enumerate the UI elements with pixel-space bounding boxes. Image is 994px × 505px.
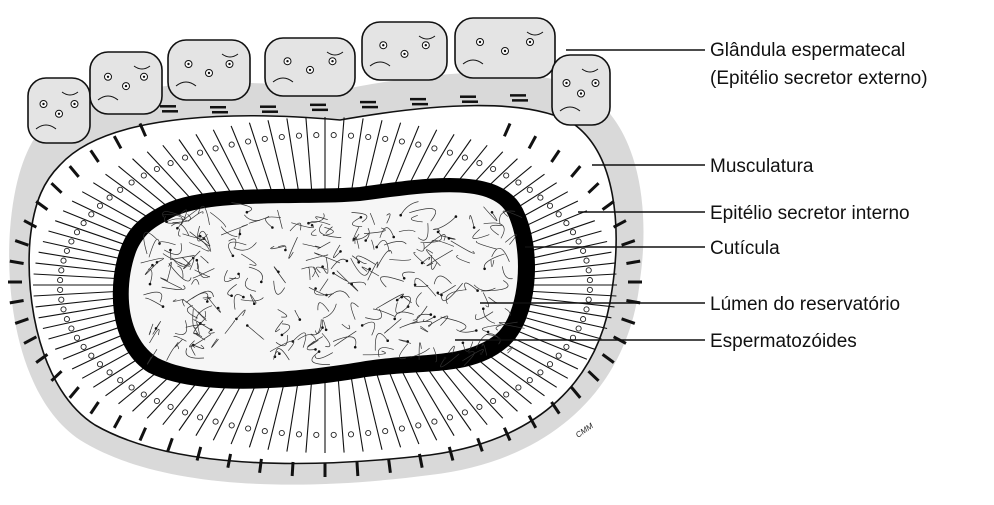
label-inner-epithelium: Epitélio secretor interno [710,203,910,224]
label-gland-line1: Glândula espermatecal [710,40,905,61]
reservoir-lumen [129,192,518,373]
label-spermatozoa: Espermatozóides [710,331,857,352]
label-lumen: Lúmen do reservatório [710,294,900,315]
label-cuticle: Cutícula [710,238,780,259]
label-musculature: Musculatura [710,156,814,177]
artist-signature: CMM [574,421,595,440]
label-gland-line2: (Epitélio secretor externo) [710,68,928,89]
